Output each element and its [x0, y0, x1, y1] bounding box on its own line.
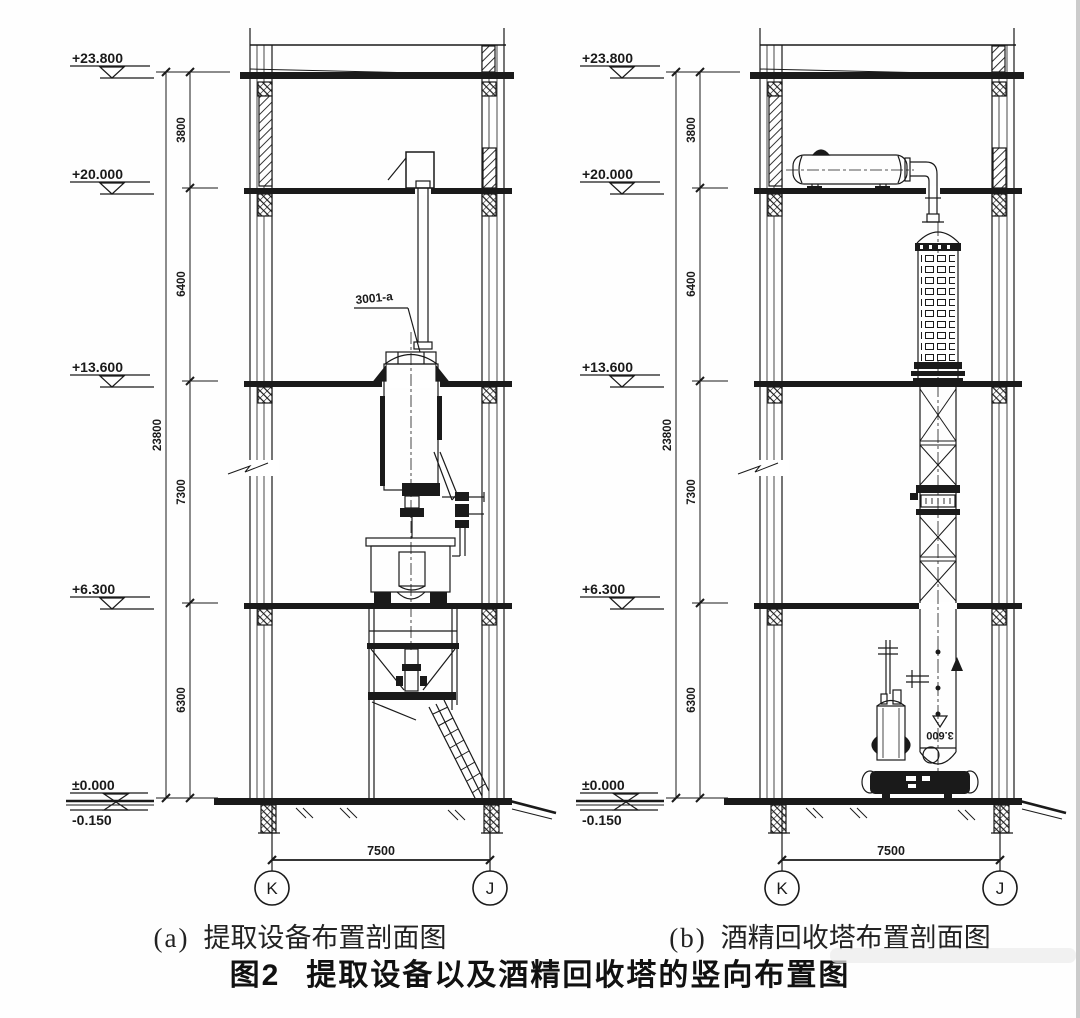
elevation-marker-l4-b — [579, 181, 665, 195]
elevation-label: ±0.000 — [582, 777, 625, 793]
dimension-chain-b — [665, 67, 741, 803]
elevation-label: +20.000 — [582, 166, 633, 182]
elevation-label: +13.600 — [72, 359, 123, 375]
section-a: +23.800 +20.000 +13.600 +6.300 ±0.000 -0… — [64, 26, 558, 907]
elevation-marker-l3-a — [69, 374, 155, 388]
elevation-marker-roof-a — [69, 65, 155, 79]
extraction-equipment — [354, 151, 490, 801]
scan-smudge — [830, 948, 1076, 963]
dimension-chain-a — [155, 67, 231, 803]
elevation-label: +13.600 — [582, 359, 633, 375]
elevation-marker-ground-a — [64, 791, 156, 812]
elevation-marker-l4-a — [69, 181, 155, 195]
elevation-label: -0.150 — [72, 812, 112, 828]
figure-title-text: 提取设备以及酒精回收塔的竖向布置图 — [306, 959, 851, 992]
axis-label-k: K — [266, 879, 278, 898]
dim-label: 3800 — [686, 117, 698, 143]
caption-a-text: 提取设备布置剖面图 — [203, 923, 447, 953]
caption-a-prefix: (a) — [153, 923, 190, 953]
dim-label: 7300 — [176, 479, 188, 505]
axis-label-k: K — [776, 879, 788, 898]
elevation-label: +23.800 — [582, 50, 633, 66]
dim-label-total: 23800 — [662, 419, 674, 451]
elevation-label: ±0.000 — [72, 777, 115, 793]
dim-label: 6300 — [176, 687, 188, 713]
elevation-label: +6.300 — [72, 581, 115, 597]
elevation-marker-l3-b — [579, 374, 665, 388]
axis-label-j: J — [996, 879, 1005, 898]
dim-label: 6400 — [176, 271, 188, 297]
elevation-marker-l2-a — [69, 596, 155, 610]
dim-label: 3800 — [176, 117, 188, 143]
dim-label-bay: 7500 — [367, 844, 395, 858]
column-bottom-elevation: 3.600 — [926, 729, 954, 741]
figure-number: 图2 — [229, 959, 281, 992]
recovery-column-equipment — [786, 149, 979, 798]
section-b: +23.800 +20.000 +13.600 +6.300 ±0.000 -0… — [574, 26, 1068, 907]
equipment-tag: 3001-a — [355, 289, 394, 307]
elevation-label: +20.000 — [72, 166, 123, 182]
dim-label: 7300 — [686, 479, 698, 505]
elevation-label: +6.300 — [582, 581, 625, 597]
dim-label: 6300 — [686, 687, 698, 713]
caption-a: (a) 提取设备布置剖面图 — [140, 916, 460, 955]
elevation-label: +23.800 — [72, 50, 123, 66]
figure-title: 图2 提取设备以及酒精回收塔的竖向布置图 — [0, 950, 1080, 994]
stair — [428, 699, 490, 801]
dim-label: 6400 — [686, 271, 698, 297]
scan-edge-artifact — [1076, 0, 1080, 1018]
elevation-marker-l2-b — [579, 596, 665, 610]
elevation-label: -0.150 — [582, 812, 622, 828]
elevation-marker-roof-b — [579, 65, 665, 79]
dim-label-bay: 7500 — [877, 844, 905, 858]
axis-label-j: J — [486, 879, 495, 898]
dim-label-total: 23800 — [152, 419, 164, 451]
caption-b-prefix: (b) — [669, 923, 707, 953]
elevation-marker-ground-b — [574, 791, 666, 812]
building-shell-b — [722, 26, 1068, 835]
